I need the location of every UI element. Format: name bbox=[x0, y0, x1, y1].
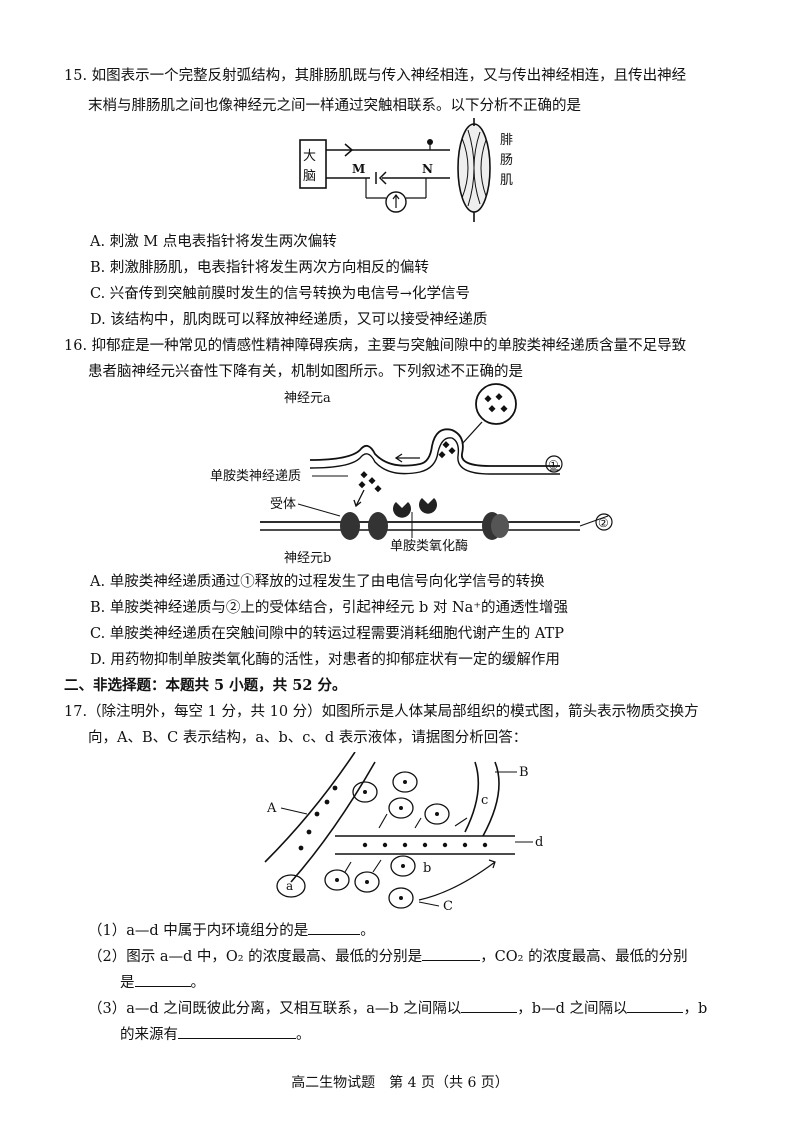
label-C: C bbox=[443, 899, 453, 914]
q17-sub3-end: 。 bbox=[296, 1027, 311, 1043]
label-1: ① bbox=[548, 458, 559, 472]
q15-option-d: D. 该结构中，肌肉既可以释放神经递质，又可以接受神经递质 bbox=[90, 312, 488, 328]
q16-option-c: C. 单胺类神经递质在突触间隙中的转运过程需要消耗细胞代谢产生的 ATP bbox=[90, 626, 565, 642]
q17-sub3-line2: 的来源有 。 bbox=[120, 1022, 311, 1045]
q17-sub3-blank3[interactable] bbox=[178, 1022, 296, 1039]
q17-sub3-blank1[interactable] bbox=[461, 996, 518, 1013]
q17-sub3-part3: ，b bbox=[683, 1001, 708, 1017]
q17-sub3-part2: ，b—d 之间隔以 bbox=[517, 1001, 628, 1017]
label-c: c bbox=[481, 793, 488, 808]
section2-heading: 二、非选择题：本题共 5 小题，共 52 分。 bbox=[64, 677, 347, 694]
q15-stem-line2: 末梢与腓肠肌之间也像神经元之间一样通过突触相联系。以下分析不正确的是 bbox=[88, 98, 581, 114]
neuron-a-label: 神经元a bbox=[284, 391, 331, 406]
q17-sub3: （3）a—d 之间既彼此分离，又相互联系，a—b 之间隔以 ，b—d 之间隔以 ，b bbox=[88, 996, 707, 1019]
q17-stem-line2: 向，A、B、C 表示结构，a、b、c、d 表示液体，请据图分析回答： bbox=[88, 730, 528, 746]
q17-sub2: （2）图示 a—d 中，O₂ 的浓度最高、最低的分别是 ，CO₂ 的浓度最高、最低… bbox=[88, 944, 688, 967]
q17-sub2-blank2[interactable] bbox=[134, 970, 191, 987]
q17-sub1: （1）a—d 中属于内环境组分的是 。 bbox=[88, 918, 375, 941]
galvanometer bbox=[385, 191, 407, 213]
label-b: b bbox=[423, 861, 431, 876]
muscle-label-1: 腓 bbox=[500, 132, 513, 148]
label-B: B bbox=[519, 765, 529, 780]
neuron-b-label: 神经元b bbox=[284, 551, 331, 566]
q17-sub1-blank[interactable] bbox=[308, 918, 361, 935]
enzyme-label: 单胺类氧化酶 bbox=[390, 538, 468, 554]
brain-box bbox=[299, 139, 327, 189]
q17-sub1-end: 。 bbox=[360, 923, 375, 939]
muscle-label-3: 肌 bbox=[500, 173, 513, 188]
brain-label-1: 大 bbox=[303, 149, 316, 164]
q15-stem-line1: 15. 如图表示一个完整反射弧结构，其腓肠肌既与传入神经相连，又与传出神经相连，… bbox=[64, 68, 687, 84]
q16-option-d: D. 用药物抑制单胺类氧化酶的活性，对患者的抑郁症状有一定的缓解作用 bbox=[90, 652, 560, 668]
q15-option-c: C. 兴奋传到突触前膜时发生的信号转换为电信号→化学信号 bbox=[90, 286, 470, 302]
label-A: A bbox=[266, 801, 277, 816]
q16-stem-line2: 患者脑神经元兴奋性下降有关，机制如图所示。下列叙述不正确的是 bbox=[88, 364, 523, 380]
q17-tissue-figure: A d c B a b bbox=[264, 752, 543, 914]
q15-reflex-arc-figure: 大 脑 M N 腓 肠 肌 bbox=[299, 118, 513, 222]
q16-stem-line1: 16. 抑郁症是一种常见的情感性精神障碍疾病，主要与突触间隙中的单胺类神经递质含… bbox=[64, 338, 687, 354]
q17-sub1-text: （1）a—d 中属于内环境组分的是 bbox=[88, 923, 309, 939]
q15-option-a: A. 刺激 M 点电表指针将发生两次偏转 bbox=[90, 234, 337, 250]
q15-option-b: B. 刺激腓肠肌，电表指针将发生两次方向相反的偏转 bbox=[90, 260, 429, 276]
q17-sub3-blank2[interactable] bbox=[627, 996, 684, 1013]
q17-sub2-line2: 是。 bbox=[120, 970, 205, 993]
q17-sub3-line2-text: 的来源有 bbox=[120, 1027, 178, 1043]
q17-sub2-part2: ，CO₂ 的浓度最高、最低的分别 bbox=[480, 949, 688, 965]
q16-option-a: A. 单胺类神经递质通过①释放的过程发生了由电信号向化学信号的转换 bbox=[90, 574, 545, 590]
label-a: a bbox=[286, 879, 293, 893]
q17-sub2-end: 。 bbox=[190, 975, 206, 991]
label-n: N bbox=[422, 162, 433, 176]
muscle-label-2: 肠 bbox=[500, 153, 513, 168]
q16-synapse-figure: 神经元a ① 单胺类神经递质 受体 bbox=[210, 383, 613, 566]
page-footer: 高二生物试题 第 4 页（共 6 页） bbox=[291, 1075, 509, 1091]
brain-label-2: 脑 bbox=[303, 169, 316, 184]
q17-sub2-blank1[interactable] bbox=[422, 944, 481, 961]
label-d: d bbox=[535, 835, 543, 850]
q17-sub3-part1: （3）a—d 之间既彼此分离，又相互联系，a—b 之间隔以 bbox=[88, 1001, 462, 1017]
q16-option-b: B. 单胺类神经递质与②上的受体结合，引起神经元 b 对 Na⁺的通透性增强 bbox=[90, 600, 568, 616]
q17-stem-line1: 17.（除注明外，每空 1 分，共 10 分）如图所示是人体某局部组织的模式图，… bbox=[64, 704, 699, 720]
label-m: M bbox=[352, 162, 365, 176]
label-2: ② bbox=[598, 516, 609, 530]
q17-sub2-part1: （2）图示 a—d 中，O₂ 的浓度最高、最低的分别是 bbox=[88, 949, 423, 965]
receptor-label: 受体 bbox=[270, 497, 296, 512]
q17-sub2-line2-text: 是 bbox=[120, 975, 135, 991]
transmitter-label: 单胺类神经递质 bbox=[210, 469, 301, 484]
